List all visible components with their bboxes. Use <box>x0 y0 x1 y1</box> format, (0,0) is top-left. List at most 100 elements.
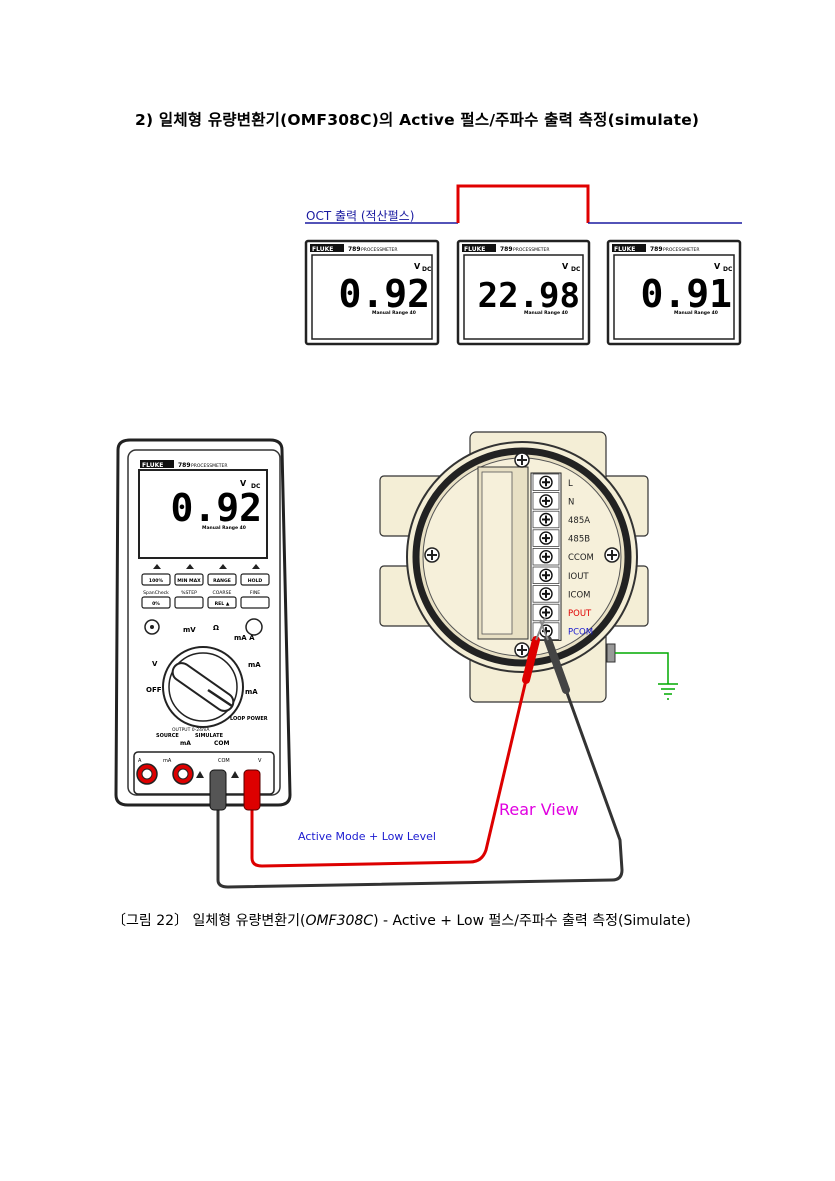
panel2-model-sub: PROCESSMETER <box>513 247 550 253</box>
terminal-label-icom: ICOM <box>568 590 590 600</box>
terminal-label-ccom: CCOM <box>568 553 594 563</box>
dial-ohm: Ω <box>213 624 219 632</box>
mm-mode: DC <box>251 483 261 490</box>
panel3-mode: DC <box>723 266 733 273</box>
black-test-lead <box>209 619 624 889</box>
terminal-screw-icon <box>539 475 553 489</box>
mm-button-3[interactable] <box>207 573 237 586</box>
dial-off: OFF <box>146 686 162 694</box>
pulse-label: OCT 출력 (적산펄스) <box>306 209 414 223</box>
mm-button-label: REL ▲ <box>215 601 230 607</box>
panel3-reading: 0.91 <box>640 272 732 316</box>
red-test-lead <box>243 617 546 868</box>
caption-suffix: ) - Active + Low 펄스/주파수 출력 측정(Simulate) <box>373 913 691 929</box>
terminal-label-iout: IOUT <box>568 572 589 582</box>
mm-button-label: 100% <box>149 578 164 584</box>
mm-range: Manual Range 40 <box>202 525 246 531</box>
mm-function-label: FINE <box>250 590 260 596</box>
dial-ma-bottom: mA <box>180 740 191 747</box>
mm-button-label: HOLD <box>248 578 263 584</box>
dial-ma-loop: mA <box>245 688 258 696</box>
multimeter: FLUKE 789 PROCESSMETER V DC 0.92 Manual … <box>114 438 292 807</box>
panel3-model: 789 <box>650 246 663 253</box>
mm-button-2[interactable] <box>174 573 204 586</box>
panel2-range: Manual Range 40 <box>524 310 568 316</box>
terminal-label-485b: 485B <box>568 535 590 545</box>
panel1-reading: 0.92 <box>338 272 430 316</box>
terminal-screw-icon <box>539 531 553 545</box>
mm-function-label: SpanCheck <box>143 590 169 596</box>
ground-symbol <box>615 652 678 700</box>
terminal-screw-icon <box>539 568 553 582</box>
jack-label-ma: mA <box>163 758 172 764</box>
jack-label-a: A <box>138 758 142 764</box>
terminal-screw-icon <box>539 494 553 508</box>
jack-a[interactable] <box>136 763 158 785</box>
terminal-screw-icon <box>539 512 553 527</box>
dial-ma-right: mA <box>248 661 261 669</box>
panel2-mode: DC <box>571 266 581 273</box>
terminal-label-pcom: PCOM <box>568 628 593 638</box>
mm-function-label: COARSE <box>213 590 232 596</box>
dial-com: COM <box>214 740 230 747</box>
panel2-model: 789 <box>500 246 513 253</box>
meter-panel-1: FLUKE 789 PROCESSMETER V DC 0.92 Manual … <box>304 239 440 346</box>
mm-reading: 0.92 <box>170 486 262 530</box>
panel1-brand: FLUKE <box>312 246 333 253</box>
panel1-range: Manual Range 40 <box>372 310 416 316</box>
mm-button-label: RANGE <box>213 578 231 584</box>
panel3-brand: FLUKE <box>614 246 635 253</box>
jack-label-com: COM <box>218 758 230 764</box>
dial-loop-power: LOOP POWER <box>230 716 268 722</box>
section-heading: 2) 일체형 유량변환기(OMF308C)의 Active 펄스/주파수 출력 … <box>135 111 700 129</box>
rotary-dial[interactable] <box>162 646 244 728</box>
screw-icon <box>514 452 530 468</box>
function-knob-icon[interactable] <box>245 618 263 636</box>
terminal-screw-icon <box>539 587 553 601</box>
panel3-model-sub: PROCESSMETER <box>663 247 700 253</box>
backlight-icon[interactable] <box>144 619 160 635</box>
caption-model: OMF308C <box>305 913 374 929</box>
panel3-unit: V <box>714 262 721 271</box>
screw-icon <box>514 642 530 658</box>
rear-view-label: Rear View <box>499 800 579 819</box>
mm-unit: V <box>240 479 247 488</box>
meter-panel-3: FLUKE 789 PROCESSMETER V DC 0.91 Manual … <box>606 239 742 346</box>
dial-ma-a: mA A <box>234 634 255 642</box>
panel2-unit: V <box>562 262 569 271</box>
mm-button-row2-4[interactable] <box>240 596 270 609</box>
mm-button-1[interactable] <box>141 573 171 586</box>
figure-caption: 〔그림 22〕 일체형 유량변환기(OMF308C) - Active + Lo… <box>112 910 691 930</box>
panel1-model-sub: PROCESSMETER <box>361 247 398 253</box>
converter-housing <box>379 431 649 703</box>
dial-v-ac: V <box>152 660 158 668</box>
mm-button-label: MIN MAX <box>177 578 201 584</box>
screw-icon <box>604 547 620 563</box>
screw-icon <box>424 547 440 563</box>
dial-source: SOURCE <box>156 733 179 739</box>
panel1-unit: V <box>414 262 421 271</box>
mm-brand: FLUKE <box>142 462 163 469</box>
dial-mv: mV <box>183 626 196 634</box>
terminal-screw-icon <box>539 605 553 620</box>
dial-simulate: SIMULATE <box>195 733 224 739</box>
mm-button-4[interactable] <box>240 573 270 586</box>
terminal-label-l: L <box>568 479 573 489</box>
meter-panel-2: FLUKE 789 PROCESSMETER V DC 22.98 Manual… <box>456 239 591 346</box>
panel3-range: Manual Range 40 <box>674 310 718 316</box>
caption-prefix: 〔그림 22〕 일체형 유량변환기( <box>112 913 306 929</box>
mm-button-row2-2[interactable] <box>174 596 204 609</box>
panel2-reading: 22.98 <box>478 276 580 316</box>
terminal-label-pout: POUT <box>568 609 592 619</box>
active-mode-label: Active Mode + Low Level <box>298 830 436 843</box>
jack-ma[interactable] <box>172 763 194 785</box>
mm-button-row2-3[interactable] <box>207 596 237 609</box>
mm-model-sub: PROCESSMETER <box>191 463 228 469</box>
terminal-screw-icon <box>539 550 553 564</box>
terminal-label-485a: 485A <box>568 516 590 526</box>
mm-button-label: 0% <box>152 601 160 607</box>
mm-button-row2-1[interactable] <box>141 596 171 609</box>
panel1-model: 789 <box>348 246 361 253</box>
